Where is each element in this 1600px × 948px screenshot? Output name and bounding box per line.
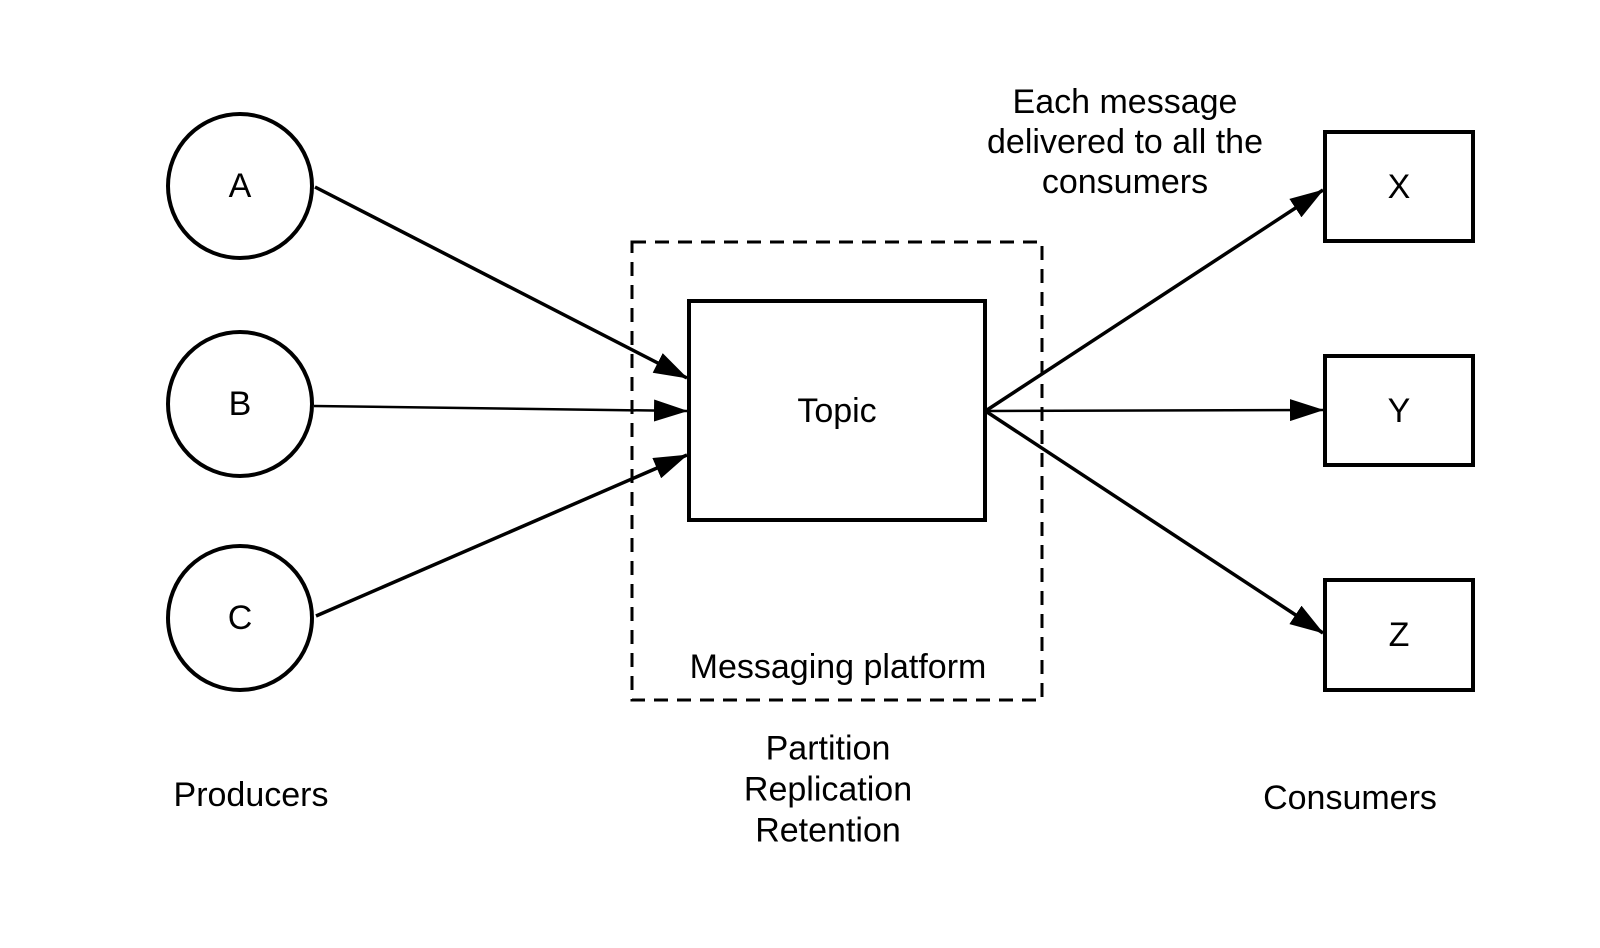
producer-circle-c: C xyxy=(166,544,314,692)
arrow-topic-to-x xyxy=(986,188,1324,412)
consumer-box-z: Z xyxy=(1323,578,1475,692)
platform-features-caption: Partition Replication Retention xyxy=(743,729,913,850)
consumer-box-x: X xyxy=(1323,130,1475,243)
consumer-label-y: Y xyxy=(1387,391,1411,430)
producer-label-c: C xyxy=(227,599,253,637)
topic-box: Topic xyxy=(687,299,987,522)
topic-label: Topic xyxy=(797,391,877,430)
messaging-platform-caption: Messaging platform xyxy=(689,648,987,686)
arrow-topic-to-z xyxy=(986,410,1324,635)
producer-label-a: A xyxy=(228,167,252,205)
producer-label-b: B xyxy=(228,385,252,423)
consumers-caption: Consumers xyxy=(1263,779,1437,817)
consumer-box-y: Y xyxy=(1323,354,1475,467)
arrow-topic-to-y xyxy=(986,399,1324,422)
producer-circle-b: B xyxy=(166,330,314,478)
consumer-label-x: X xyxy=(1387,167,1411,206)
arrow-c-to-topic xyxy=(315,453,688,618)
consumer-label-z: Z xyxy=(1388,616,1410,654)
arrow-a-to-topic xyxy=(314,185,688,380)
producer-circle-a: A xyxy=(166,112,314,260)
delivery-note: Each message delivered to all the consum… xyxy=(987,83,1263,201)
arrow-b-to-topic xyxy=(313,399,688,422)
producers-caption: Producers xyxy=(173,776,329,814)
